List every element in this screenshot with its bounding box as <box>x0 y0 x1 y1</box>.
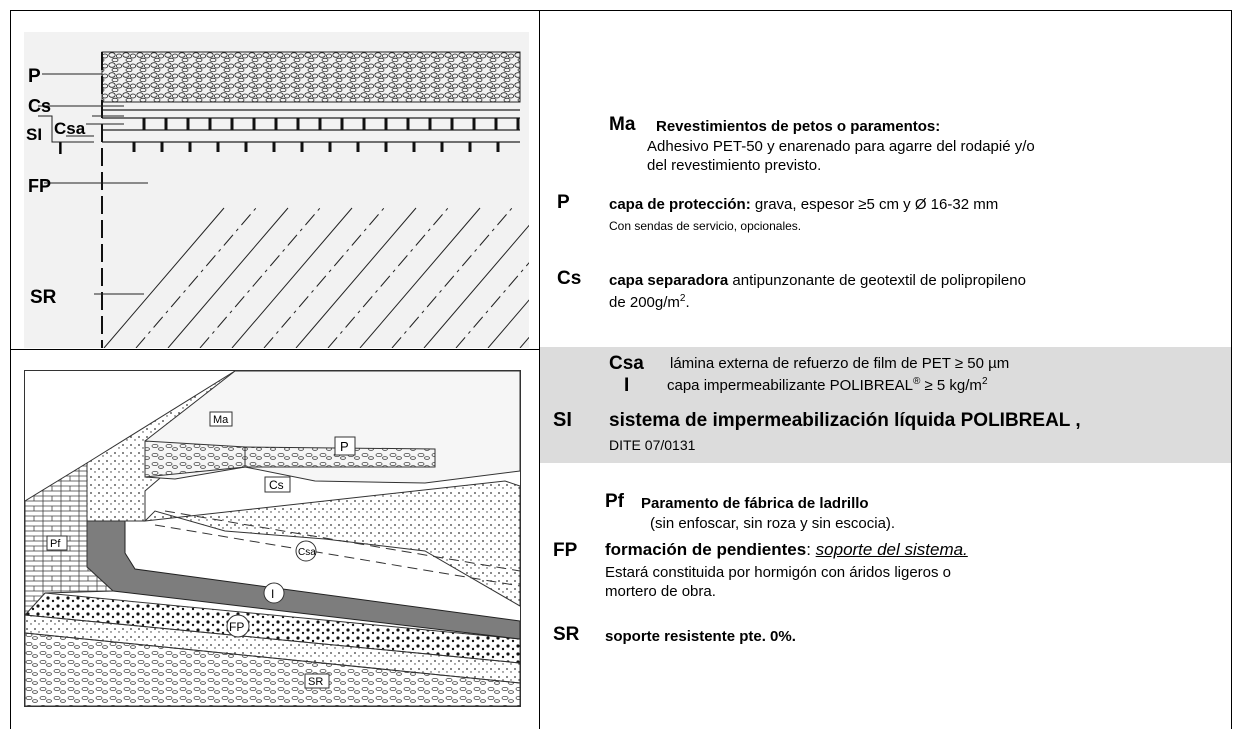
legend-ma-line2: del revestimiento previsto. <box>647 157 822 174</box>
label-p: P <box>28 66 41 87</box>
legend-pf-title: Paramento de fábrica de ladrillo <box>641 495 869 512</box>
legend-fp-title: formación de pendientes <box>605 540 807 559</box>
perspective-drawing: Ma P Cs Pf Csa I FP SR <box>23 370 521 707</box>
legend-ma-title: Revestimientos de petos o paramentos: <box>656 118 941 135</box>
section-drawing: P Cs Csa SI I FP SR <box>24 32 769 349</box>
frame-divider-line <box>539 10 540 729</box>
label-i-persp: I <box>271 587 274 601</box>
si-highlight-band <box>540 347 1231 463</box>
legend-cs-line: capa separadora antipunzonante de geotex… <box>609 272 1026 289</box>
label-cs-persp: Cs <box>269 478 284 492</box>
legend-pf-line2: (sin enfoscar, sin roza y sin escocia). <box>650 515 896 532</box>
perspective-drawing-svg: Ma P Cs Pf Csa I FP SR <box>23 370 521 707</box>
legend-sr-title: soporte resistente pte. 0%. <box>605 628 796 645</box>
legend-cs-text: antipunzonante de geotextil de polipropi… <box>728 272 1026 289</box>
legend-cs-unit: de 200g/m <box>609 294 680 311</box>
legend-cs-line2: de 200g/m2. <box>609 293 690 312</box>
label-csa-persp: Csa <box>298 547 316 558</box>
label-cs: Cs <box>28 96 51 116</box>
legend-cs-code: Cs <box>557 268 582 289</box>
legend-i-text: capa impermeabilizante POLIBREAL <box>667 377 913 394</box>
label-si: SI <box>26 125 42 144</box>
frame-right-line <box>1231 10 1232 729</box>
legend-fp-link: soporte del sistema. <box>815 540 968 559</box>
legend-i-line: capa impermeabilizante POLIBREAL® ≥ 5 kg… <box>667 376 988 395</box>
legend-p-note: Con sendas de servicio, opcionales. <box>609 219 802 233</box>
legend-fp-code: FP <box>553 540 578 561</box>
label-fp: FP <box>28 176 51 196</box>
legend-csa-code: Csa <box>609 353 644 374</box>
frame-left-line <box>10 10 11 729</box>
label-ma: Ma <box>213 414 229 426</box>
legend-cs-sup: 2 <box>679 293 686 304</box>
legend-i-reg: ® <box>912 376 921 387</box>
legend-p-code: P <box>557 192 570 213</box>
section-drawing-svg: P Cs Csa SI I FP SR <box>26 51 769 349</box>
legend-pf-code: Pf <box>605 491 624 512</box>
legend-fp-line: formación de pendientes: soporte del sis… <box>605 540 968 560</box>
legend-p-title: capa de protección: <box>609 196 751 213</box>
legend-p-text: grava, espesor ≥5 cm y Ø 16-32 mm <box>750 196 999 213</box>
label-csa: Csa <box>54 119 86 138</box>
legend-sr-code: SR <box>553 624 580 645</box>
legend-fp-line2: Estará constituida por hormigón con árid… <box>605 564 952 581</box>
legend-fp-line3: mortero de obra. <box>605 583 716 600</box>
legend-fp-colon: : <box>806 540 816 559</box>
label-i: I <box>58 139 63 158</box>
legend-cs-end: . <box>685 294 690 311</box>
legend-si-dite: DITE 07/0131 <box>609 437 696 453</box>
label-sr: SR <box>30 287 57 308</box>
legend-csa-text: lámina externa de refuerzo de film de PE… <box>670 355 1010 372</box>
frame-left-split-line <box>10 349 539 350</box>
legend-p-line: capa de protección: grava, espesor ≥5 cm… <box>609 196 998 213</box>
legend-ma-code: Ma <box>609 114 636 135</box>
legend-cs-title: capa separadora <box>609 272 729 289</box>
legend-ma-line1: Adhesivo PET-50 y enarenado para agarre … <box>647 138 1035 155</box>
label-pf: Pf <box>50 538 61 550</box>
label-p-persp: P <box>340 439 349 454</box>
legend-i-tail: ≥ 5 kg/m <box>920 377 982 394</box>
legend-i-sup: 2 <box>981 376 988 387</box>
frame-top-line <box>10 10 1232 11</box>
label-fp-persp: FP <box>229 620 244 634</box>
legend-si-code: SI <box>553 409 572 431</box>
label-sr-persp: SR <box>308 676 323 688</box>
gravel-layer <box>101 51 521 103</box>
legend-i-code: I <box>624 375 630 396</box>
legend-si-title: sistema de impermeabilización líquida PO… <box>609 410 1081 431</box>
